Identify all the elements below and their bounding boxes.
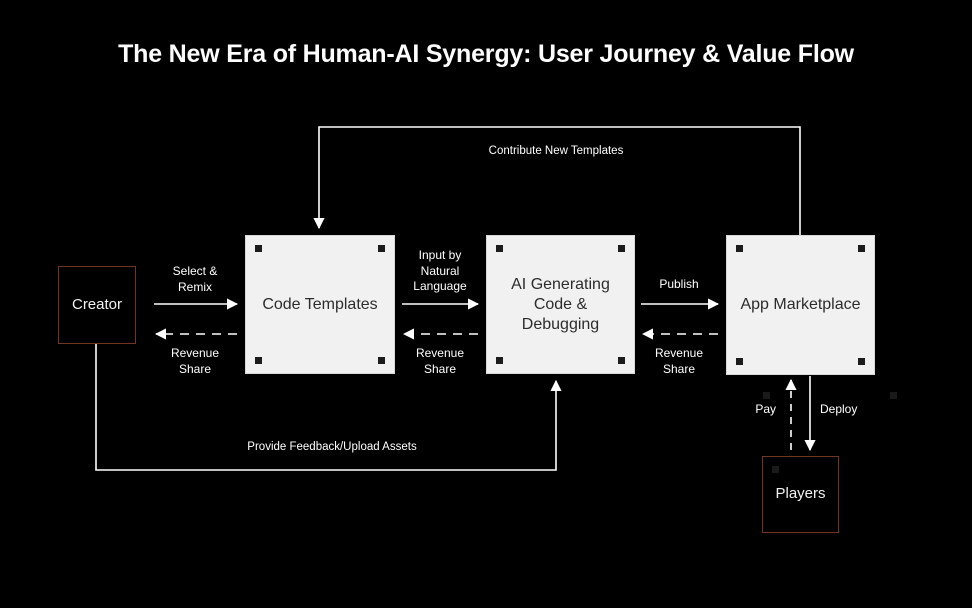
node-code-templates[interactable]: Code Templates bbox=[245, 235, 395, 374]
selection-handle-top-right[interactable] bbox=[618, 245, 625, 252]
selection-handle-stray-right[interactable] bbox=[890, 392, 897, 399]
selection-handle-top-left[interactable] bbox=[772, 466, 779, 473]
node-players[interactable]: Players bbox=[762, 456, 839, 533]
node-creator[interactable]: Creator bbox=[58, 266, 136, 344]
node-ai-generating-code-debugging[interactable]: AI Generating Code & Debugging bbox=[486, 235, 635, 374]
selection-handle-top-left[interactable] bbox=[255, 245, 262, 252]
selection-handle-bottom-right[interactable] bbox=[378, 357, 385, 364]
node-code-templates-label: Code Templates bbox=[262, 295, 378, 313]
edge-label-publish: Publish bbox=[659, 277, 699, 291]
node-app-marketplace-label: App Marketplace bbox=[740, 296, 861, 313]
page-title: The New Era of Human-AI Synergy: User Jo… bbox=[118, 40, 854, 68]
edge-label-input-natural-language: Input by Natural Language bbox=[413, 248, 467, 294]
selection-handle-bottom-left[interactable] bbox=[736, 358, 743, 365]
edge-label-revenue-share-3: Revenue Share bbox=[654, 346, 704, 376]
edge-label-deploy: Deploy bbox=[820, 402, 858, 416]
node-ai-generating-label: AI Generating Code & Debugging bbox=[511, 275, 610, 333]
selection-handle-top-right[interactable] bbox=[378, 245, 385, 252]
selection-handle-bottom-right[interactable] bbox=[858, 358, 865, 365]
selection-handle-bottom-left[interactable] bbox=[255, 357, 262, 364]
node-creator-label: Creator bbox=[71, 295, 123, 313]
node-app-marketplace[interactable]: App Marketplace bbox=[726, 235, 875, 375]
edge-label-revenue-share-1: Revenue Share bbox=[170, 346, 220, 376]
selection-handle-bottom-right[interactable] bbox=[618, 357, 625, 364]
edge-label-revenue-share-2: Revenue Share bbox=[415, 346, 465, 376]
node-players-label: Players bbox=[775, 485, 826, 503]
selection-handle-bottom-left[interactable] bbox=[496, 357, 503, 364]
selection-handle-stray-left[interactable] bbox=[763, 392, 770, 399]
edge-provide-feedback bbox=[95, 344, 562, 471]
edge-contribute-new-templates bbox=[313, 126, 801, 235]
edge-label-select-remix: Select & Remix bbox=[172, 264, 218, 294]
edge-label-pay: Pay bbox=[755, 402, 776, 416]
edge-label-provide-feedback: Provide Feedback/Upload Assets bbox=[247, 441, 417, 453]
edge-label-contribute-new-templates: Contribute New Templates bbox=[488, 145, 624, 157]
selection-handle-top-left[interactable] bbox=[736, 245, 743, 252]
selection-handle-top-right[interactable] bbox=[858, 245, 865, 252]
selection-handle-top-left[interactable] bbox=[496, 245, 503, 252]
